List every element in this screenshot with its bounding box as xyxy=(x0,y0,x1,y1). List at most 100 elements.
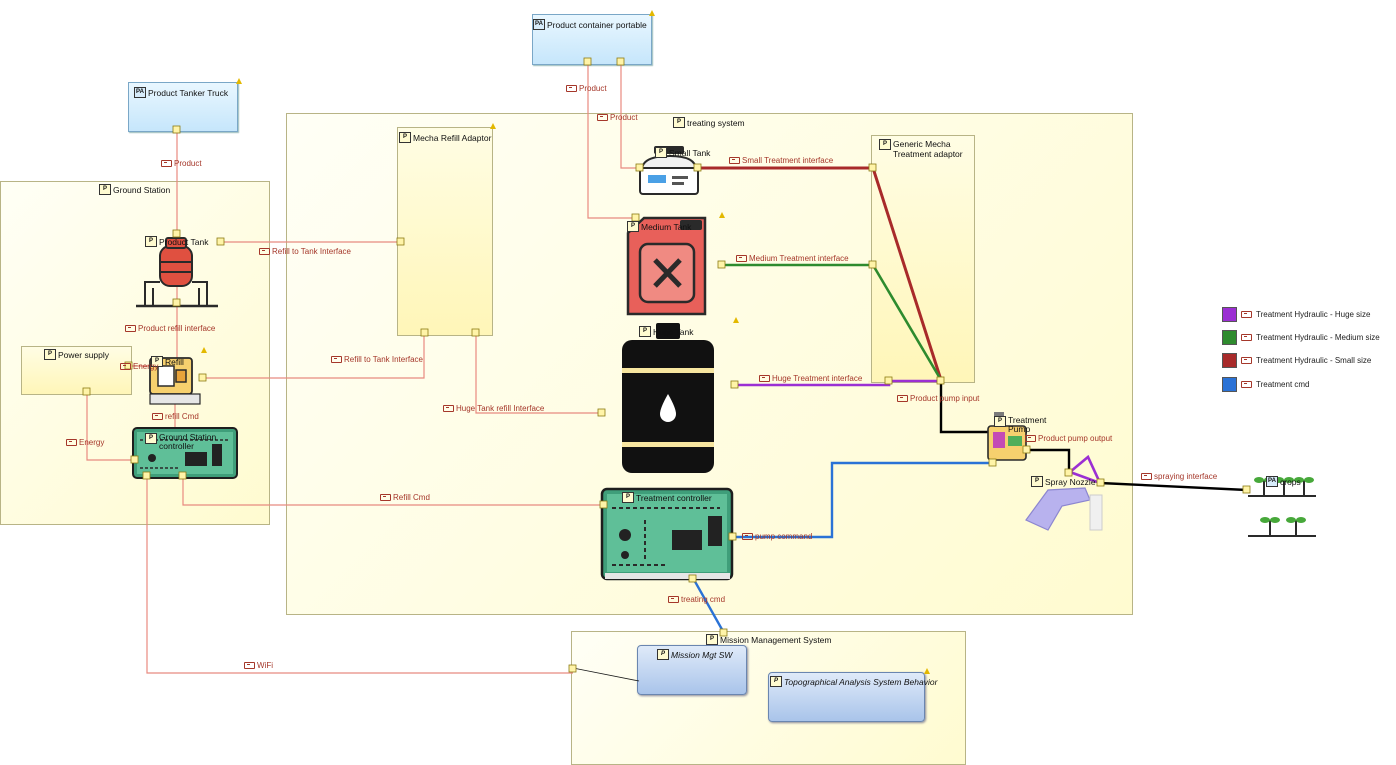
link-product-1[interactable]: Product xyxy=(161,159,202,168)
legend-item: Treatment Hydraulic - Huge size xyxy=(1222,307,1370,322)
wire-container-to-medium xyxy=(587,62,636,219)
crop-leaves xyxy=(1254,477,1314,523)
link-product-3[interactable]: Product xyxy=(597,113,638,122)
link-energy[interactable]: Energy xyxy=(66,438,104,447)
link-product-refill-interface[interactable]: Product refill interface xyxy=(125,324,215,333)
exchange-link-icon xyxy=(1025,435,1036,442)
exchange-link-icon xyxy=(1241,381,1252,388)
legend-swatch-icon xyxy=(1222,377,1237,392)
legend-swatch-icon xyxy=(1222,353,1237,368)
legend-label: Treatment Hydraulic - Small size xyxy=(1256,356,1372,365)
exchange-link-icon xyxy=(1241,334,1252,341)
exchange-link-icon xyxy=(668,596,679,603)
exchange-link-icon xyxy=(566,85,577,92)
exchange-link-icon xyxy=(161,160,172,167)
link-pump-output[interactable]: Product pump output xyxy=(1025,434,1112,443)
legend-item: Treatment Hydraulic - Medium size xyxy=(1222,330,1380,345)
link-huge-refill[interactable]: Huge Tank refill Interface xyxy=(443,404,544,413)
cmd-wires xyxy=(691,461,993,634)
link-pump-command[interactable]: pump command xyxy=(742,532,812,541)
exchange-link-icon xyxy=(380,494,391,501)
part-icon: P xyxy=(655,147,667,158)
exchange-link-icon xyxy=(125,325,136,332)
spray-wires xyxy=(939,381,1248,492)
part-icon: P xyxy=(879,139,891,150)
product-tanker-truck[interactable] xyxy=(128,82,238,132)
exchange-link-icon xyxy=(736,255,747,262)
mission-mgt-sw[interactable] xyxy=(637,645,747,695)
part-icon: P xyxy=(627,221,639,232)
corner-triangle-icon xyxy=(201,347,207,353)
corner-triangle-icon xyxy=(649,10,655,16)
exchange-link-icon xyxy=(597,114,608,121)
exchange-link-icon xyxy=(259,248,270,255)
exchange-link-icon xyxy=(1241,357,1252,364)
link-refill-cmd[interactable]: Refill Cmd xyxy=(380,493,430,502)
exchange-link-icon xyxy=(1141,473,1152,480)
link-refill-tank-2[interactable]: Refill to Tank Interface xyxy=(331,355,423,364)
legend-swatch-icon xyxy=(1222,307,1237,322)
link-product-2[interactable]: Product xyxy=(566,84,607,93)
exchange-link-icon xyxy=(120,363,131,370)
ports xyxy=(82,57,1251,673)
part-icon: P xyxy=(639,326,651,337)
exchange-link-icon xyxy=(742,533,753,540)
link-treating-cmd[interactable]: treating cmd xyxy=(668,595,725,604)
wire-energy xyxy=(86,392,135,461)
wire-refill-cmd xyxy=(182,476,604,506)
exchange-link-icon xyxy=(1241,311,1252,318)
exchange-link-icon xyxy=(244,662,255,669)
corner-triangle-icon xyxy=(924,668,930,674)
link-energy-2[interactable]: Energy xyxy=(120,362,158,371)
ground-controller-board-icon xyxy=(132,427,238,479)
link-medium-interface[interactable]: Medium Treatment interface xyxy=(736,254,849,263)
link-refill-cmd-small[interactable]: refill Cmd xyxy=(152,412,199,421)
generic-mecha-adaptor[interactable] xyxy=(871,135,975,383)
small-tank-icon xyxy=(639,146,699,195)
link-huge-interface[interactable]: Huge Treatment interface xyxy=(759,374,862,383)
exchange-link-icon xyxy=(443,405,454,412)
huge-tank-icon xyxy=(622,323,714,473)
link-pump-input[interactable]: Product pump input xyxy=(897,394,979,403)
small-wires xyxy=(698,166,943,381)
topographical-analysis[interactable] xyxy=(768,672,925,722)
part-icon: P xyxy=(706,634,718,645)
part-icon: P xyxy=(770,676,782,687)
exchange-link-icon xyxy=(152,413,163,420)
refill-unit-icon xyxy=(149,357,201,405)
part-icon: P xyxy=(44,349,56,360)
spray-nozzle-icon xyxy=(1025,487,1103,531)
legend-swatch-icon xyxy=(1222,330,1237,345)
corner-triangle-icon xyxy=(490,123,496,129)
link-wifi[interactable]: WiFi xyxy=(244,661,273,670)
link-refill-tank-1[interactable]: Refill to Tank Interface xyxy=(259,247,351,256)
exchange-link-icon xyxy=(729,157,740,164)
wire-huge-refill xyxy=(475,332,602,414)
wire-sw-link xyxy=(572,667,640,682)
mecha-refill-adaptor[interactable] xyxy=(397,127,493,336)
part-icon: P xyxy=(151,356,163,367)
link-small-interface[interactable]: Small Treatment interface xyxy=(729,156,833,165)
exchange-link-icon xyxy=(759,375,770,382)
product-container-portable[interactable] xyxy=(532,14,652,65)
link-spraying-interface[interactable]: spraying interface xyxy=(1141,472,1217,481)
power-supply[interactable] xyxy=(21,346,132,395)
corner-triangle-icon xyxy=(719,212,725,218)
wire-refill-tank-2 xyxy=(203,332,425,379)
exchange-link-icon xyxy=(331,356,342,363)
exchange-link-icon xyxy=(897,395,908,402)
part-icon: P xyxy=(99,184,111,195)
